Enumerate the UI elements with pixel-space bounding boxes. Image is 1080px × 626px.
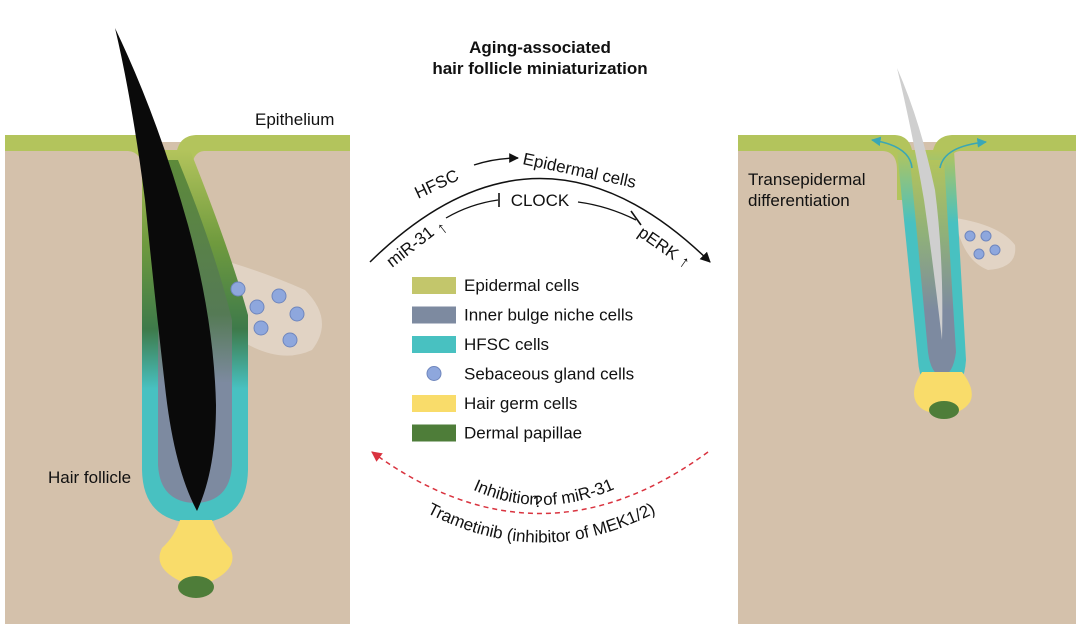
legend-swatch: [412, 306, 456, 324]
legend-swatch: [412, 277, 456, 294]
sebaceous-cells-left: [230, 281, 305, 348]
transepidermal-label: Transepidermal: [748, 170, 865, 189]
sebaceous-cell: [989, 244, 1001, 256]
title: Aging-associated hair follicle miniaturi…: [432, 38, 647, 78]
legend-label: Hair germ cells: [464, 394, 577, 413]
thin-hair-right: [897, 68, 943, 340]
mir31-inhibits-clock: [445, 199, 499, 219]
miniaturized-hair-follicle-panel: Transepidermal differentiation: [738, 68, 1076, 624]
legend-label: Dermal papillae: [464, 424, 582, 443]
sebaceous-cell: [271, 288, 287, 304]
sebaceous-cell: [253, 320, 269, 336]
inhibition-bar-perk: [630, 210, 642, 226]
legend-label: Epidermal cells: [464, 276, 579, 295]
legend-swatch: [412, 395, 456, 412]
perk-label: pERK: [635, 223, 683, 264]
sebaceous-cell: [282, 332, 298, 348]
legend-swatch-dot: [426, 366, 442, 381]
legend-swatch: [412, 424, 456, 442]
title-line-1: Aging-associated: [469, 38, 611, 57]
sebaceous-cell: [230, 281, 246, 297]
sebaceous-cell: [289, 306, 305, 322]
clock-label: CLOCK: [511, 191, 570, 210]
clock-inhibits-perk: [577, 201, 637, 221]
dermal-papilla-right: [929, 401, 959, 419]
legend-item: Sebaceous gland cells: [426, 365, 634, 384]
differentiation-arrow-left: [871, 136, 913, 169]
question-mark: ?: [533, 492, 542, 511]
dermal-papilla-left: [178, 576, 214, 598]
legend-item: HFSC cells: [412, 335, 549, 354]
legend-label: Sebaceous gland cells: [464, 365, 634, 384]
legend-item: Inner bulge niche cells: [412, 306, 633, 325]
hair-shaft-left: [115, 28, 216, 511]
mir31-label: miR-31: [383, 222, 438, 271]
sebaceous-cell: [980, 230, 992, 242]
differentiation-arrow-right: [939, 138, 987, 169]
reversal-arrow: [371, 451, 709, 515]
young-hair-follicle-panel: Epithelium Hair follicle: [5, 28, 350, 624]
sebaceous-cell: [964, 230, 976, 242]
sebaceous-cells-right: [964, 230, 1001, 260]
hfsc-to-epidermal-arrow: [473, 153, 519, 166]
legend-item: Epidermal cells: [412, 276, 579, 295]
hair-germ-left: [159, 520, 233, 582]
legend-swatch: [412, 336, 456, 353]
epithelium-label: Epithelium: [255, 110, 334, 129]
aging-forward-arrow: [369, 177, 711, 263]
differentiation-label: differentiation: [748, 191, 850, 210]
perk-up-arrow: ↑: [676, 252, 694, 272]
legend-label: HFSC cells: [464, 335, 549, 354]
legend-item: Dermal papillae: [412, 424, 582, 443]
legend-item: Hair germ cells: [412, 394, 577, 413]
follicle-inner-niche-right: [910, 160, 956, 376]
legend-label: Inner bulge niche cells: [464, 306, 633, 325]
epidermal-cells-path-label: Epidermal cells: [521, 149, 638, 192]
title-line-2: hair follicle miniaturization: [432, 59, 647, 78]
inhibition-label: Inhibition of miR-31: [471, 475, 616, 509]
hair-germ-right: [914, 372, 972, 414]
sebaceous-cell: [973, 248, 985, 260]
hfsc-label: HFSC: [412, 166, 462, 203]
hair-follicle-label: Hair follicle: [48, 468, 131, 487]
sebaceous-cell: [249, 299, 265, 315]
